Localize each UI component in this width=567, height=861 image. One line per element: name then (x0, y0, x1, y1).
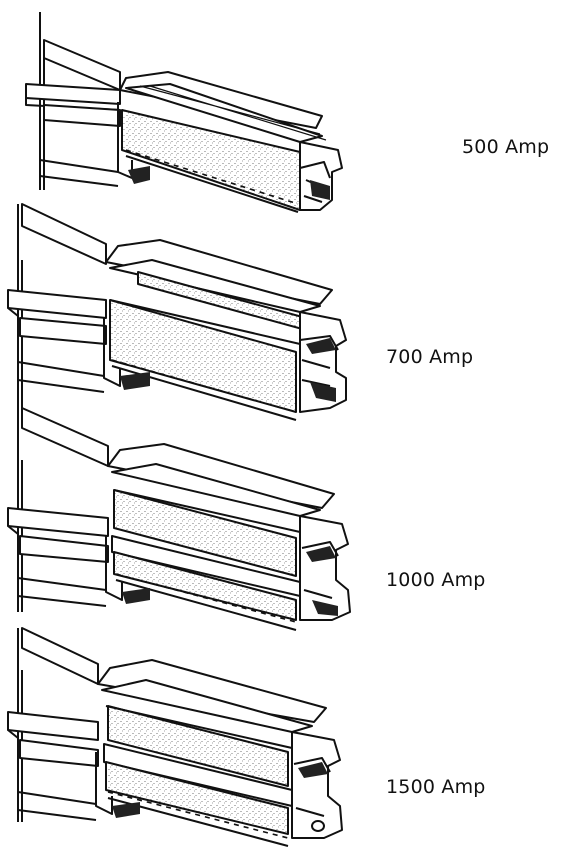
label-500-amp: 500 Amp (462, 136, 550, 158)
section-700-amp (7, 203, 347, 421)
section-1500-amp (7, 627, 343, 847)
label-700-amp: 700 Amp (386, 346, 474, 368)
section-500-amp (25, 12, 343, 213)
label-1000-amp: 1000 Amp (386, 569, 486, 591)
label-1500-amp: 1500 Amp (386, 776, 486, 798)
section-1000-amp (7, 407, 351, 631)
